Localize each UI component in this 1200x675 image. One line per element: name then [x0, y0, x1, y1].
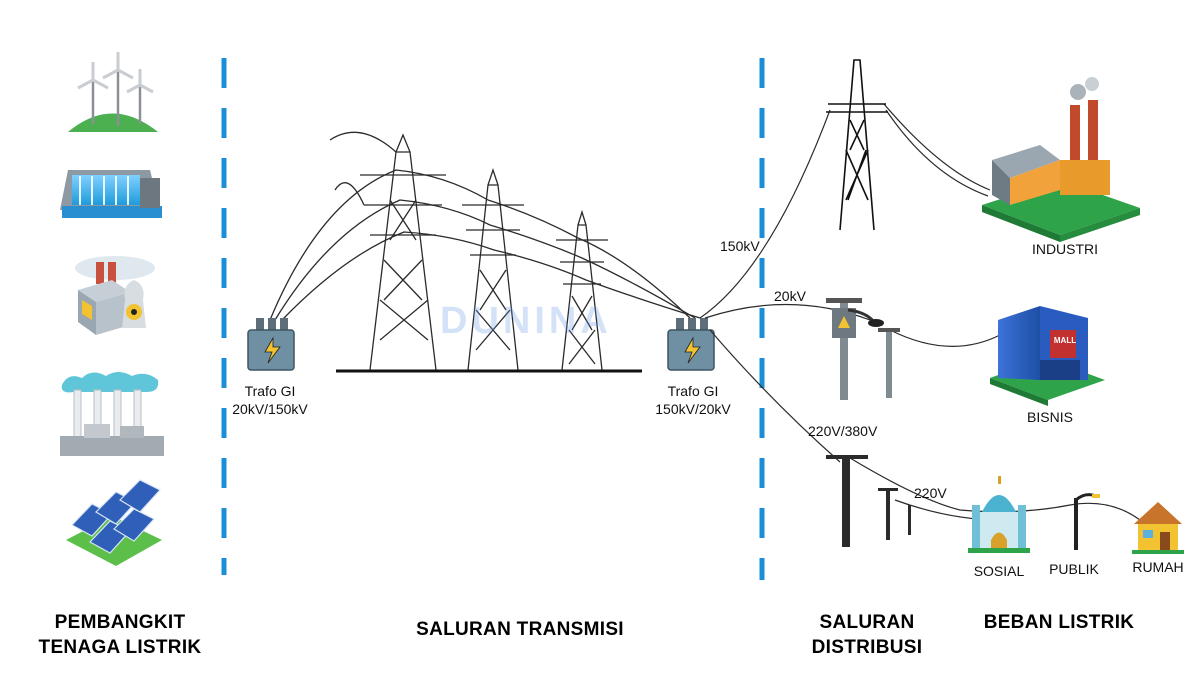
transformer-left-name: Trafo GI — [244, 383, 296, 399]
transformer-left-label: Trafo GI 20kV/150kV — [226, 382, 314, 418]
mosque-icon — [968, 476, 1030, 553]
load-business-label: BISNIS — [1027, 409, 1073, 425]
voltage-20kv: 20kV — [774, 288, 806, 304]
transformer-right-label: Trafo GI 150kV/20kV — [646, 382, 740, 418]
load-public-label: PUBLIK — [1049, 561, 1099, 577]
voltage-220-380v: 220V/380V — [808, 423, 878, 439]
transformer-icon — [247, 318, 295, 371]
section-generation-line1: PEMBANGKIT — [54, 612, 186, 633]
load-industry-label: INDUSTRI — [1031, 241, 1099, 257]
voltage-150kv: 150kV — [720, 238, 760, 254]
wind-turbine-icon — [68, 52, 158, 132]
voltage-220v: 220V — [914, 485, 947, 501]
section-load: BEBAN LISTRIK — [983, 612, 1135, 633]
transformer-left-ratio: 20kV/150kV — [232, 401, 308, 417]
mall-icon — [990, 306, 1105, 406]
load-social-label: SOSIAL — [973, 563, 1025, 579]
hydro-dam-icon — [60, 170, 162, 218]
section-generation-line2: TENAGA LISTRIK — [38, 637, 202, 658]
load-home-label: RUMAH — [1132, 559, 1184, 575]
transmission-towers — [269, 131, 701, 371]
section-distribution-line1: SALURAN — [819, 612, 915, 633]
transformer-right-ratio: 150kV/20kV — [655, 401, 731, 417]
section-distribution-line2: DISTRIBUSI — [811, 637, 923, 658]
distribution-pole-20kv — [826, 298, 900, 400]
transmission-tower-icon — [462, 167, 524, 371]
section-transmission: SALURAN TRANSMISI — [416, 619, 624, 640]
transformer-right-name: Trafo GI — [667, 383, 719, 399]
factory-icon — [982, 77, 1140, 242]
transmission-tower-icon — [826, 59, 888, 231]
watermark: DUNINA — [440, 300, 612, 342]
transformer-icon — [667, 318, 715, 371]
solar-panel-icon — [66, 479, 162, 566]
nuclear-plant-icon — [75, 256, 155, 335]
section-distribution: SALURAN DISTRIBUSI — [800, 610, 934, 660]
section-generation: PEMBANGKIT TENAGA LISTRIK — [20, 610, 220, 660]
mall-sign: MALL — [1053, 336, 1077, 345]
steam-plant-icon — [60, 372, 164, 456]
house-icon — [1132, 502, 1184, 554]
street-lamp-icon — [1074, 493, 1100, 550]
transmission-tower-icon — [360, 133, 446, 371]
transmission-tower-icon — [556, 209, 608, 371]
distribution-pole-lv — [826, 455, 911, 547]
